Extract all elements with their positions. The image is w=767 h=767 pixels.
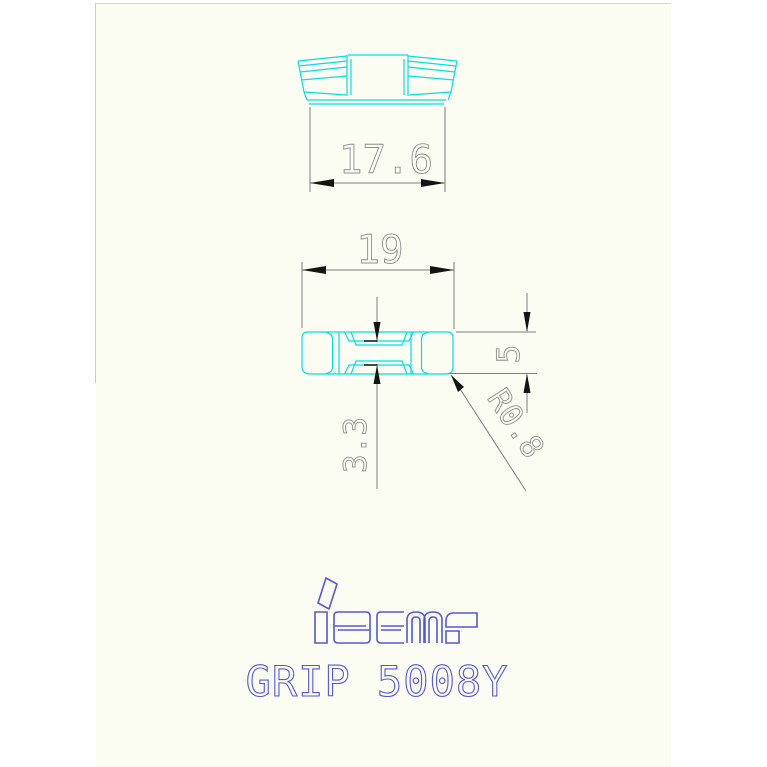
dim-3-3-ticks	[364, 340, 378, 366]
dim-5-lines	[448, 293, 537, 413]
dimension-neck: 3.3	[338, 297, 381, 489]
iscar-logo	[314, 576, 478, 644]
front-plateau-right-side	[403, 55, 409, 96]
side-view	[301, 331, 454, 375]
dim-19-arrow-right	[430, 266, 454, 274]
front-right-wing	[407, 55, 458, 101]
sheet-border-top	[95, 3, 671, 4]
side-outer-body	[301, 331, 454, 375]
side-left-end-cap	[325, 331, 334, 375]
dim-17-6-arrow-left	[310, 179, 334, 187]
logo-letter-s	[333, 611, 371, 644]
dim-height-value: 5	[491, 345, 527, 364]
dim-19-lines	[301, 262, 455, 329]
dimension-overall-length: 19	[301, 228, 455, 329]
dim-r08-leader	[450, 374, 527, 492]
dimension-corner-radius: R0.8	[450, 374, 551, 492]
product-label: GRIP 5008Y	[246, 657, 509, 706]
side-right-end-cap	[420, 331, 429, 375]
side-groove-bottom	[343, 360, 415, 375]
dim-top-width-value: 17.6	[339, 138, 433, 183]
dimension-top-width: 17.6	[309, 107, 446, 192]
dim-5-arrow-bottom	[523, 373, 531, 393]
logo-letter-r	[445, 612, 478, 644]
dim-3-3-arrow-top	[373, 322, 381, 341]
drawing-sheet	[96, 4, 671, 767]
logo-letter-c	[376, 611, 404, 644]
side-groove-top	[343, 331, 415, 346]
logo-letter-a	[406, 611, 443, 643]
dim-r08-arrow	[451, 375, 464, 392]
front-left-wing	[297, 55, 348, 101]
logo-i-dot	[317, 576, 338, 611]
dim-17-6-arrow-right	[421, 179, 445, 187]
dim-5-arrow-top	[523, 312, 531, 332]
side-dividers	[338, 332, 412, 374]
front-view	[297, 54, 458, 105]
dim-overall-length-value: 19	[357, 228, 404, 273]
dim-3-3-arrow-bottom	[373, 365, 381, 384]
dimension-height: 5	[448, 293, 537, 413]
sheet-border-left	[95, 3, 96, 383]
dim-corner-radius-value: R0.8	[480, 382, 551, 464]
logo-letter-i	[314, 611, 328, 644]
dim-19-arrow-left	[302, 266, 326, 274]
front-base-lines	[307, 99, 446, 105]
dim-neck-value: 3.3	[338, 417, 374, 473]
front-plateau-left-side	[346, 55, 352, 96]
